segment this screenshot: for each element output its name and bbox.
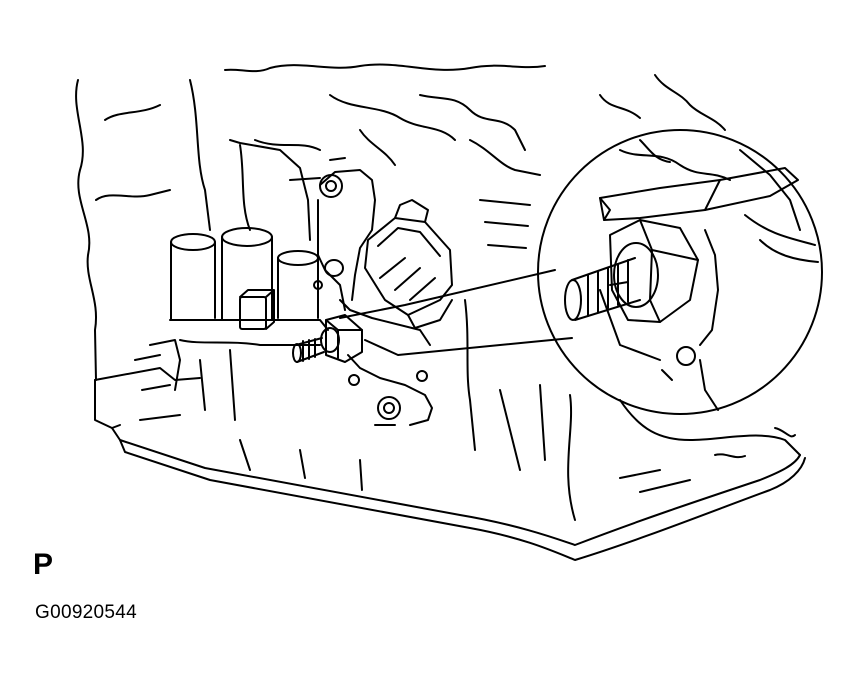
- oil-pan: [95, 300, 805, 560]
- park-neutral-switch: [314, 170, 432, 425]
- switch-connector: [365, 200, 452, 328]
- control-shaft-small: [293, 315, 362, 362]
- detail-magnifier: [538, 130, 822, 414]
- position-label: P: [33, 548, 54, 581]
- detail-shaft: [565, 258, 640, 320]
- valve-body: [135, 140, 345, 420]
- callout-leader: [340, 270, 572, 355]
- figure-code: G00920544: [35, 602, 138, 623]
- transmission-housing: [76, 65, 725, 380]
- detail-housing: [600, 140, 818, 410]
- detail-screwdriver: [600, 168, 798, 220]
- detail-nut: [610, 220, 698, 322]
